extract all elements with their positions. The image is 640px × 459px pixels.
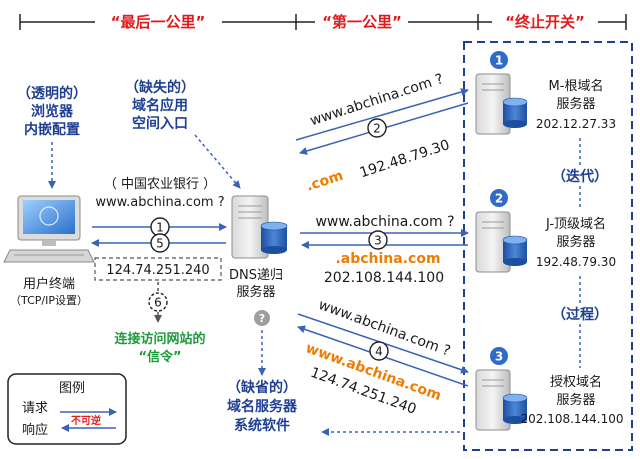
step-badge-6 (148, 292, 168, 312)
step-badge-2 (367, 118, 387, 138)
client-computer-icon (3, 195, 95, 263)
svg-text:3: 3 (374, 234, 382, 248)
legend-title: 图例 (59, 381, 85, 396)
step-badge-5 (150, 233, 170, 253)
segment-first-mile: “第一公里” (322, 13, 402, 31)
client-label: 用户终端 (23, 276, 75, 292)
server-root: 1 M-根域名 服务器 202.12.27.33 (475, 51, 616, 135)
svg-text:2: 2 (373, 122, 381, 136)
exchange-tld-query: www.abchina.com ? (315, 214, 454, 230)
server-root-icon (475, 73, 528, 135)
server-tld-ip: 192.48.79.30 (536, 255, 616, 269)
exchange-root-request-arrow (295, 88, 469, 141)
step-badge-4 (369, 341, 389, 361)
svg-text:1: 1 (156, 221, 164, 235)
callout-missing-line2: 域名应用 (132, 97, 188, 114)
iterate-label-bg (540, 166, 620, 186)
server-root-ip: 202.12.27.33 (536, 117, 616, 131)
legend: 图例 请求 响应 不可逆 (7, 373, 127, 445)
callout-default-line2: 域名服务器 (227, 398, 298, 415)
server-tld-icon (475, 211, 528, 273)
resolved-ip: 124.74.251.240 (106, 263, 209, 278)
legend-irreversible: 不可逆 (71, 414, 101, 427)
svg-text:2: 2 (495, 192, 503, 206)
callout-default-line3: 系统软件 (234, 417, 290, 434)
callout-browser: （透明的） 浏览器 内嵌配置 (17, 85, 87, 189)
callout-default-line1: （缺省的） (227, 379, 297, 396)
callout-missing-entry: （缺失的） 域名应用 空间入口 (125, 79, 241, 189)
exchange-root-ip: 192.48.79.30 (358, 137, 452, 181)
callout-browser-line2: 浏览器 (31, 103, 74, 120)
exchange-root-referral: .com (304, 168, 345, 195)
callout-browser-line1: （透明的） (17, 85, 87, 102)
client-query: （ 中国农业银行 ） www.abchina.com ? 1 5 124.74.… (91, 177, 227, 365)
svg-text:1: 1 (495, 54, 503, 68)
exchange-tld-referral: .abchina.com (335, 251, 440, 267)
svg-text:6: 6 (154, 296, 162, 310)
exchange-tld: www.abchina.com ? 3 .abchina.com 202.108… (300, 214, 469, 286)
callout-missing-line1: （缺失的） (125, 79, 195, 96)
resolved-ip-box (94, 257, 222, 281)
server-authoritative: 3 授权域名 服务器 202.108.144.100 (475, 347, 624, 431)
server-authoritative-icon (475, 369, 528, 431)
server-tld: 2 J-顶级域名 服务器 192.48.79.30 (475, 189, 616, 273)
client-sub-label: （TCP/IP设置） (10, 294, 88, 307)
server-root-name-2: 服务器 (556, 96, 595, 112)
server-badge-1 (490, 51, 508, 69)
svg-text:?: ? (259, 312, 265, 325)
exchange-tld-ip: 202.108.144.100 (324, 270, 444, 286)
client-query-domain: www.abchina.com ? (95, 195, 224, 210)
authoritative-zone-box (463, 41, 633, 451)
svg-text:5: 5 (156, 237, 164, 251)
legend-response: 响应 (22, 422, 48, 438)
svg-text:3: 3 (495, 350, 503, 364)
recursive-server-icon (231, 195, 288, 259)
segment-kill-switch: “终止开关” (505, 13, 585, 31)
server-auth-name-1: 授权域名 (550, 374, 602, 390)
server-badge-2 (490, 189, 508, 207)
server-tld-name-1: J-顶级域名 (545, 216, 606, 232)
signal-label-1: 连接访问网站的 (114, 331, 205, 347)
signal-label-2: “信令” (138, 349, 181, 365)
resolver-label-2: 服务器 (236, 284, 275, 300)
help-icon: ? (254, 310, 270, 326)
legend-request: 请求 (22, 401, 48, 416)
callout-default-dns: （缺省的） 域名服务器 系统软件 (227, 330, 460, 436)
callout-browser-line3: 内嵌配置 (24, 121, 80, 138)
iterate-label: （迭代） (552, 168, 608, 185)
exchange-root: www.abchina.com ? 2 .com 192.48.79.30 (295, 71, 469, 195)
segment-header: “最后一公里” “第一公里” “终止开关” (19, 13, 627, 31)
server-auth-ip: 202.108.144.100 (520, 412, 623, 426)
exchange-authoritative: www.abchina.com ? 4 www.abchina.com 124.… (297, 297, 469, 418)
process-label-bg (540, 304, 620, 324)
server-auth-name-2: 服务器 (556, 392, 595, 408)
svg-text:4: 4 (375, 345, 383, 359)
resolver-label-1: DNS递归 (229, 268, 283, 283)
bank-name: （ 中国农业银行 ） (104, 177, 216, 192)
step-badge-3 (368, 230, 388, 250)
legend-box (7, 373, 127, 445)
server-badge-3 (490, 347, 508, 365)
segment-last-mile: “最后一公里” (111, 13, 206, 31)
callout-missing-line3: 空间入口 (132, 115, 188, 132)
server-tld-name-2: 服务器 (556, 234, 595, 250)
process-label: （过程） (552, 306, 608, 323)
server-root-name-1: M-根域名 (549, 78, 604, 94)
